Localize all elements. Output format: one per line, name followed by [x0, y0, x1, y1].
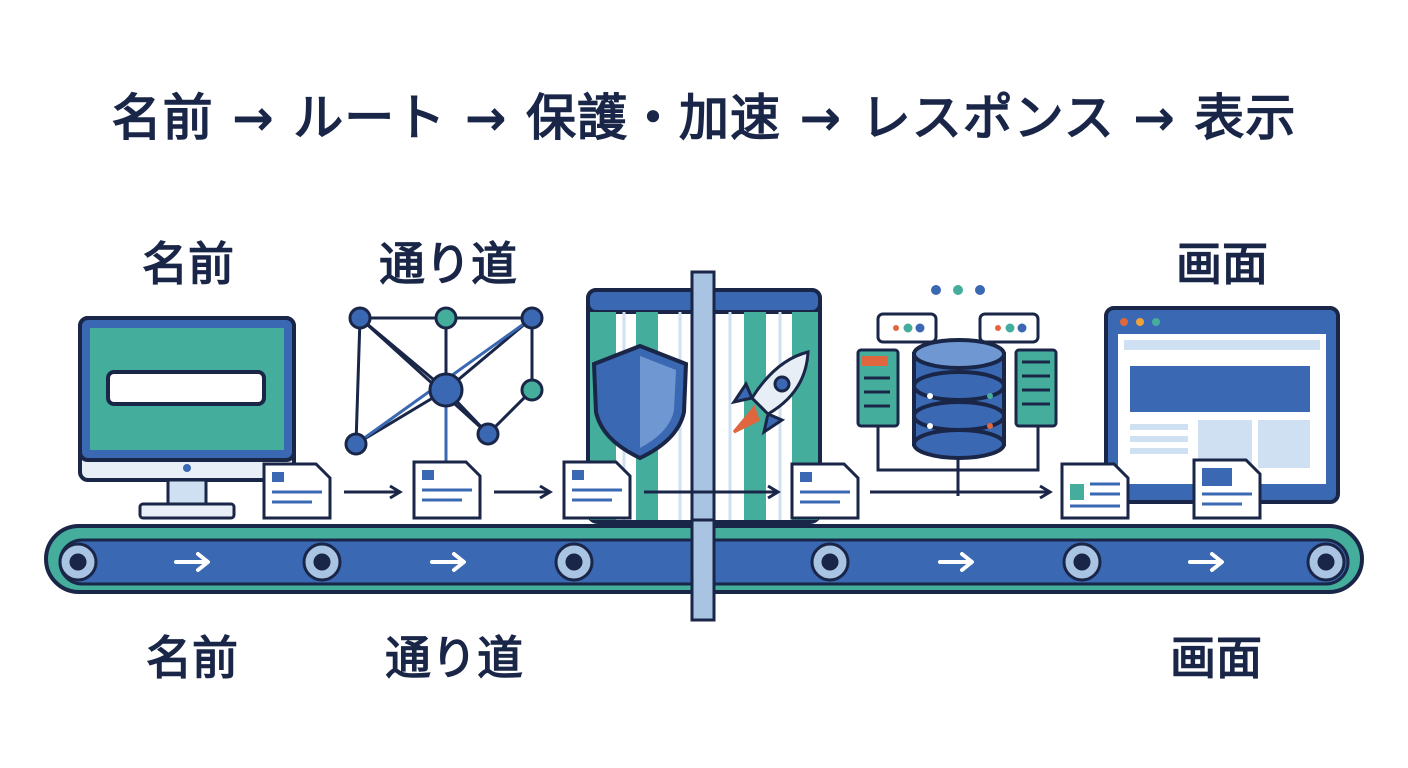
server-icon [856, 312, 1058, 428]
label-screen-bottom: 画面 [1170, 631, 1262, 685]
monitor-icon [78, 316, 296, 520]
label-route-top: 通り道 [379, 237, 517, 291]
browser-window-icon [1104, 306, 1340, 504]
flow-arrows [344, 484, 1053, 500]
database-icon [876, 285, 1040, 496]
conveyor-belt-icon [44, 518, 1364, 622]
network-nodes [344, 306, 544, 456]
diagram-title: 名前 → ルート → 保護・加速 → レスポンス → 表示 [111, 89, 1297, 147]
document-icon [262, 458, 1262, 520]
shield-icon [591, 343, 689, 461]
label-route-bottom: 通り道 [385, 631, 523, 685]
label-name-bottom: 名前 [146, 631, 238, 685]
label-screen-top: 画面 [1176, 237, 1268, 291]
label-name-top: 名前 [142, 237, 234, 291]
rocket-icon [730, 350, 810, 436]
